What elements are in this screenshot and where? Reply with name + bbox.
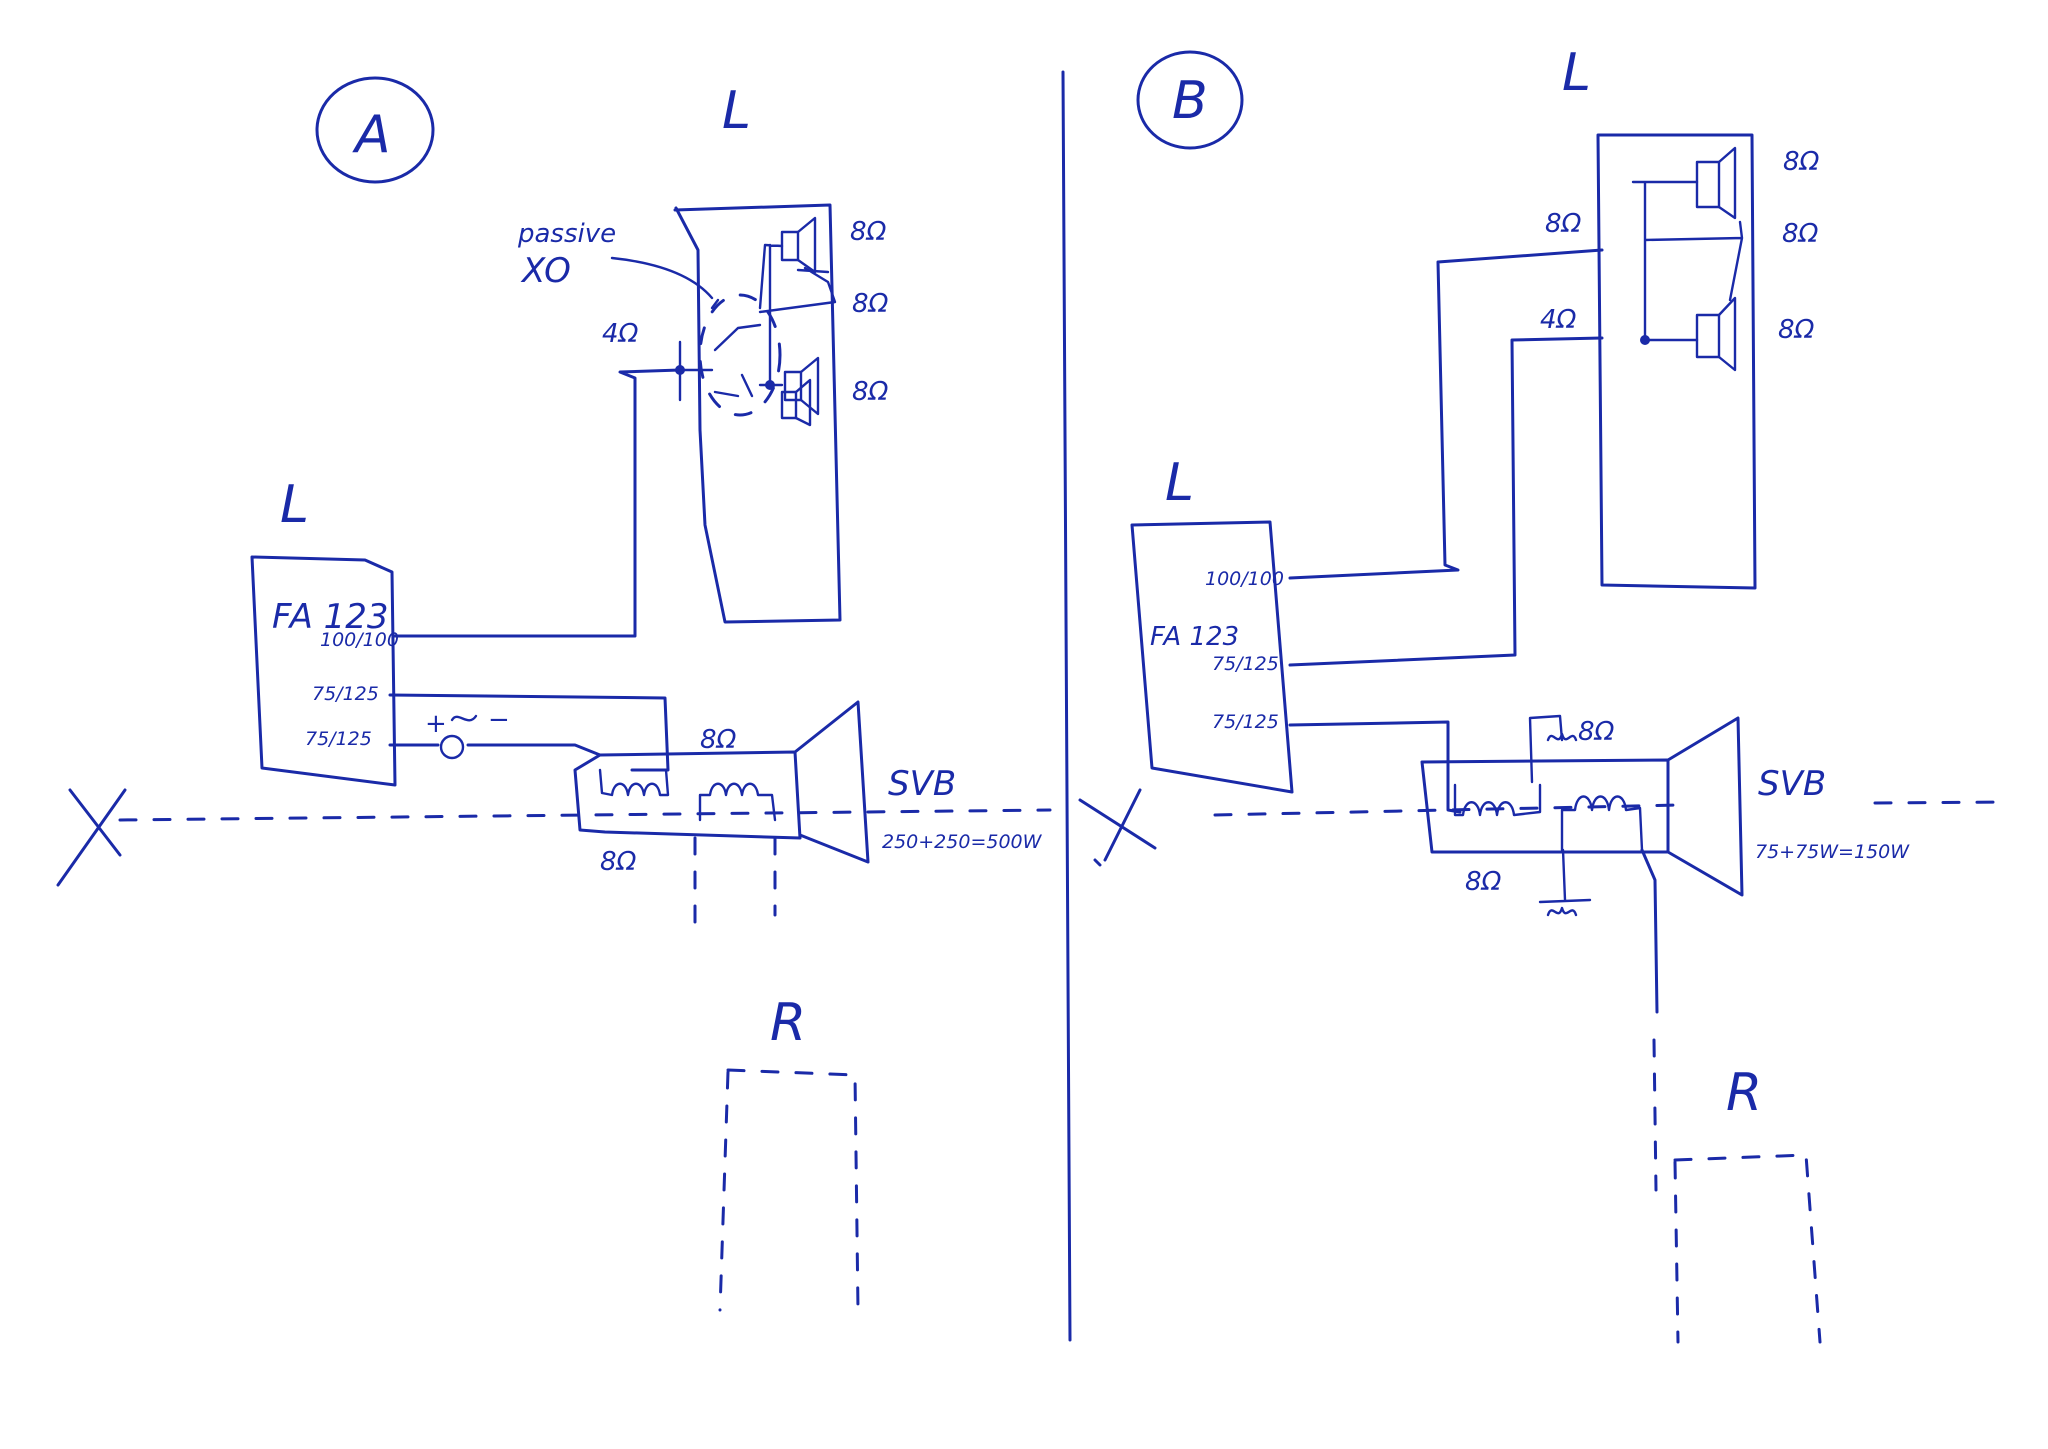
panel-b-sub-coil-1 — [1453, 783, 1542, 817]
panel-a-marker: A — [352, 105, 391, 165]
panel-a-sub-power: 250+250=500W — [882, 831, 1043, 853]
panel-b-amplifier — [1130, 520, 1294, 794]
polarity-minus: − — [488, 705, 510, 735]
panel-a-amp-output-1: 100/100 — [320, 629, 399, 651]
panel-b-driver-junction — [1640, 335, 1650, 345]
xo-enclosure — [698, 293, 782, 417]
panel-b-jumper-resistor — [1546, 732, 1578, 742]
panel-b-sub-coil-bottom-impedance: 8Ω — [1465, 867, 1502, 897]
panel-b-amp-output-2: 75/125 — [1212, 653, 1279, 675]
panel-a-right-label: R — [770, 993, 806, 1053]
panel-a-feed-to-right — [693, 836, 777, 927]
panel-a-driver-3 — [780, 378, 812, 427]
polarity-plus: + — [425, 709, 447, 739]
panel-a-output-3-wire — [388, 743, 602, 757]
panel-b-axis-line — [1213, 800, 2012, 817]
panel-b-output-3-wire — [1288, 720, 1462, 814]
panel-a-sub-coil-1 — [598, 768, 670, 797]
panel-b-marker-circle — [1136, 50, 1244, 150]
panel-b-speaker-label: L — [1562, 43, 1591, 103]
panel-b-amp-output-1: 100/100 — [1205, 568, 1284, 590]
panel-a-sub-label: SVB — [888, 764, 956, 804]
panel-divider — [1061, 70, 1072, 1342]
panel-a-marker-circle — [315, 76, 435, 184]
panel-b-driver-2-impedance: 8Ω — [1782, 219, 1819, 249]
panel-b-sub-label: SVB — [1758, 764, 1826, 804]
panel-b-sub-power: 75+75W=150W — [1755, 841, 1910, 863]
panel-b-marker: B — [1172, 71, 1208, 131]
panel-b: B L 8Ω 8Ω 8Ω 8Ω 4Ω L FA 123 100/100 — [1078, 43, 2012, 1344]
panel-b-right-cabinet — [1673, 1153, 1822, 1344]
panel-a-speaker-cabinet — [673, 203, 842, 624]
panel-b-feed-to-right — [1640, 848, 1659, 1014]
panel-a-right-cabinet — [718, 1068, 860, 1312]
panel-a-sub-coil-top-impedance: 8Ω — [700, 725, 737, 755]
xo-switch-upper — [710, 298, 762, 352]
panel-a-driver-1-impedance: 8Ω — [850, 217, 887, 247]
panel-b-speaker-cabinet — [1596, 133, 1757, 590]
panel-b-input-impedance-bottom: 4Ω — [1540, 305, 1577, 335]
panel-b-sub-jumper — [1528, 714, 1564, 784]
panel-a-speaker-label: L — [722, 81, 751, 141]
panel-a-amp-label: L — [280, 475, 309, 535]
polarity-tilde — [450, 714, 478, 722]
panel-b-input-wire-8 — [1288, 248, 1604, 580]
xo-label: XO — [520, 251, 571, 291]
panel-b-amp-model: FA 123 — [1150, 622, 1239, 652]
panel-a-axis-x — [56, 788, 127, 887]
panel-a-amp-model: FA 123 — [272, 597, 389, 637]
panel-a-amp-output-2: 75/125 — [312, 683, 379, 705]
panel-a-sub-cone — [793, 700, 870, 864]
panel-b-driver-1 — [1695, 146, 1737, 220]
panel-b-driver-2 — [1695, 296, 1737, 372]
panel-a-sub-coil-2 — [698, 782, 777, 822]
panel-b-input-wire-4 — [1288, 336, 1604, 667]
panel-b-input-impedance-top: 8Ω — [1545, 209, 1582, 239]
panel-b-axis-x — [1078, 788, 1157, 867]
panel-b-right-label: R — [1726, 1063, 1762, 1123]
panel-b-ground — [1538, 848, 1592, 917]
panel-a: A L passive XO 4Ω — [56, 76, 1052, 1312]
panel-b-driver-wiring — [1631, 180, 1744, 342]
panel-a-driver-3-impedance: 8Ω — [852, 377, 889, 407]
panel-a-amp-output-3: 75/125 — [305, 728, 372, 750]
panel-a-sub-enclosure — [573, 750, 802, 840]
polarity-symbol — [439, 734, 465, 760]
panel-b-amp-label: L — [1165, 453, 1194, 513]
panel-b-feed-dashed — [1652, 1038, 1658, 1192]
panel-b-sub-coil-2 — [1560, 795, 1644, 852]
xo-impedance: 4Ω — [602, 319, 639, 349]
panel-b-sub-cone — [1666, 716, 1744, 897]
panel-a-driver-1 — [780, 216, 817, 274]
panel-a-amplifier — [250, 555, 397, 787]
panel-a-axis-line — [118, 808, 1052, 822]
panel-a-driver-junction — [765, 380, 775, 390]
passive-label: passive — [517, 219, 616, 249]
amp-to-xo-wire — [391, 368, 682, 638]
panel-b-driver-3-impedance: 8Ω — [1778, 315, 1815, 345]
panel-b-amp-output-3: 75/125 — [1212, 711, 1279, 733]
panel-a-output-2-wire — [388, 693, 670, 772]
xo-pointer — [610, 256, 714, 300]
panel-a-driver-2-impedance: 8Ω — [852, 289, 889, 319]
panel-b-driver-1-impedance: 8Ω — [1783, 147, 1820, 177]
xo-switch-lower — [713, 373, 754, 398]
panel-b-sub-coil-top-impedance: 8Ω — [1578, 717, 1615, 747]
panel-a-sub-coil-bottom-impedance: 8Ω — [600, 847, 637, 877]
